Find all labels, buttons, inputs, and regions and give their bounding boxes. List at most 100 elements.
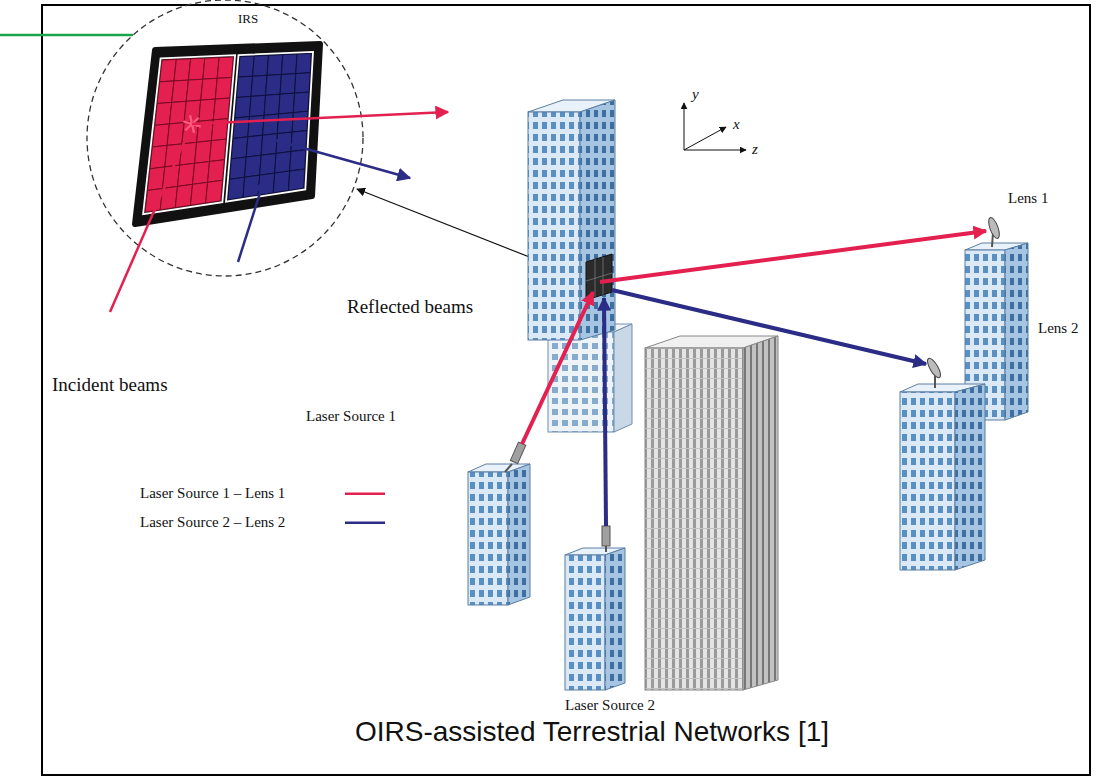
inset-beam [110, 124, 192, 312]
laser-beam [600, 231, 986, 282]
lens-building [900, 356, 985, 570]
laser-beam [522, 231, 986, 526]
irs-panel [281, 54, 297, 74]
irs-panel [275, 152, 291, 174]
laser-beam [522, 292, 593, 444]
site-label: Lens 2 [1038, 320, 1078, 337]
irs-panel [235, 96, 251, 118]
irs-panel [264, 94, 280, 115]
irs-panel [289, 169, 305, 191]
legend-text: Laser Source 1 – Lens 1 [140, 485, 285, 502]
irs-panel [295, 73, 311, 93]
irs-panel [186, 79, 203, 101]
coordinate-axes [684, 103, 685, 150]
irs-panel [215, 78, 231, 100]
irs-panel [267, 55, 283, 76]
irs-panel [233, 117, 249, 139]
irs-panel [217, 57, 233, 78]
legend-line-sample [345, 492, 385, 495]
node-heading: IRS [120, 12, 350, 27]
laser-building [565, 526, 625, 690]
irs-panel [290, 150, 306, 171]
irs-panel [261, 134, 277, 156]
callout-line [0, 34, 133, 37]
irs-panel [273, 171, 289, 193]
irs-panel [277, 113, 293, 134]
beam-label: Incident beams [52, 374, 168, 396]
laser-building [468, 472, 508, 605]
irs-panel [188, 58, 204, 80]
inset-beam [238, 180, 264, 262]
legend-text: Laser Source 2 – Lens 2 [140, 514, 285, 531]
irs-panel [293, 92, 309, 113]
irs-panel [248, 115, 264, 137]
laser-beam [612, 290, 926, 364]
coordinate-axes [684, 150, 746, 151]
irs-panel [135, 44, 320, 224]
irs-panel [238, 56, 254, 77]
irs-panel [199, 99, 216, 121]
laser-building [505, 464, 512, 472]
site-label: Lens 1 [1008, 190, 1048, 207]
irs-panel [210, 139, 227, 161]
irs-panel [245, 155, 262, 177]
laser-building [510, 442, 525, 464]
coordinate-axes [684, 103, 746, 150]
laser-building [602, 526, 610, 546]
lens-building [986, 216, 1001, 239]
irs-panel [167, 123, 184, 146]
site-label: Laser Source 1 [306, 408, 396, 425]
irs-panel [253, 55, 269, 76]
inset-beam [110, 112, 448, 312]
irs-panel [237, 76, 253, 97]
irs-building [528, 100, 632, 432]
irs-panel [143, 55, 235, 214]
irs-panel-node: IRS [120, 12, 350, 232]
axis-label: x [733, 116, 740, 133]
lens-building [1005, 243, 1028, 420]
irs-building [528, 112, 580, 340]
irs-panel [260, 153, 276, 175]
figure-frame [42, 5, 1090, 775]
irs-panel [174, 59, 191, 81]
irs-panel [249, 95, 265, 116]
irs-panel [228, 177, 245, 200]
irs-panel [226, 52, 313, 202]
zoom-circle [87, 0, 363, 276]
irs-panel [246, 135, 262, 157]
irs-panel [231, 137, 248, 159]
beam-label: Reflected beams [347, 296, 473, 318]
laser-building [468, 442, 530, 605]
site-label: Laser Source 2 [565, 697, 655, 714]
irs-panel [178, 163, 195, 186]
laser-building [602, 526, 610, 546]
irs-panel [213, 98, 230, 120]
legend-line-sample [345, 521, 385, 524]
irs-panel [203, 58, 219, 80]
skyscraper [645, 336, 778, 690]
irs-panel [191, 182, 208, 205]
skyscraper [743, 336, 778, 690]
coordinate-axes [684, 127, 726, 150]
laser-beam [604, 298, 606, 526]
irs-panel [230, 157, 247, 179]
skyscraper [645, 348, 743, 690]
irs-panel [296, 54, 311, 74]
laser-building [605, 546, 607, 552]
irs-panel [251, 75, 267, 96]
laser-building [510, 442, 525, 464]
inset-beam [274, 140, 410, 178]
inset-beam [192, 112, 448, 124]
irs-panel [243, 175, 260, 197]
irs-panel [263, 114, 279, 135]
lens-building [925, 356, 943, 379]
lens-building [900, 392, 955, 570]
irs-panel [193, 162, 210, 185]
irs-panel [201, 78, 218, 100]
laser-building [565, 555, 605, 690]
irs-panel [175, 184, 192, 207]
irs-panel [172, 80, 189, 102]
irs-panel-drawing [120, 12, 350, 232]
axis-label: z [752, 141, 758, 158]
